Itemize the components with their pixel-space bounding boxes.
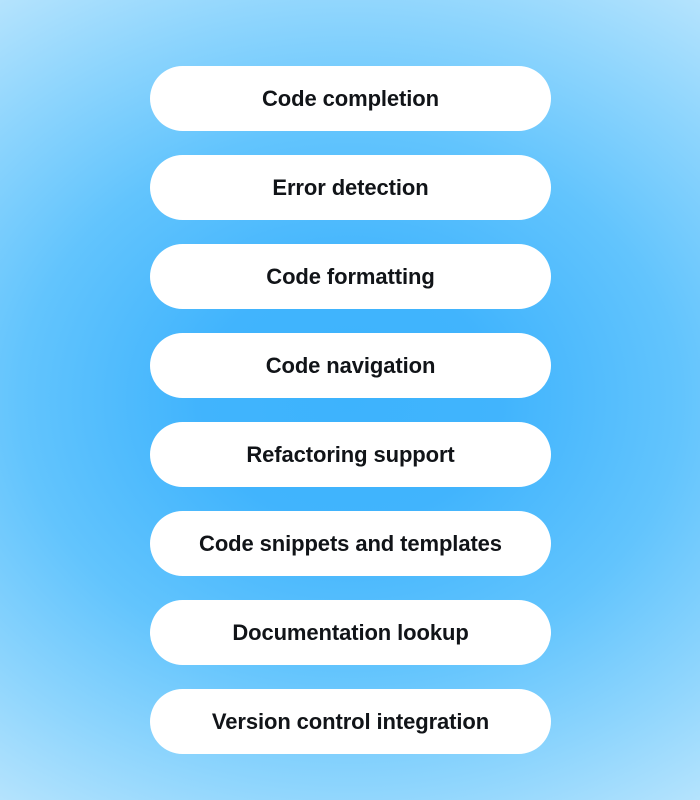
pill-label: Error detection — [272, 174, 429, 200]
pill-label: Code formatting — [266, 263, 435, 289]
pill-label: Code navigation — [265, 352, 436, 378]
list-item[interactable]: Code formatting — [150, 244, 551, 309]
pill-label: Code completion — [262, 85, 439, 111]
list-item[interactable]: Code navigation — [150, 333, 551, 398]
pill-label: Code snippets and templates — [199, 530, 502, 556]
list-item[interactable]: Version control integration — [150, 689, 551, 754]
list-item[interactable]: Error detection — [150, 155, 551, 220]
list-item[interactable]: Code snippets and templates — [150, 511, 551, 576]
list-item[interactable]: Code completion — [150, 66, 551, 131]
pill-label: Version control integration — [211, 708, 490, 734]
pill-label: Documentation lookup — [232, 619, 469, 645]
pill-list: Code completion Error detection Code for… — [150, 66, 551, 754]
list-item[interactable]: Documentation lookup — [150, 600, 551, 665]
pill-label: Refactoring support — [246, 441, 455, 467]
list-item[interactable]: Refactoring support — [150, 422, 551, 487]
